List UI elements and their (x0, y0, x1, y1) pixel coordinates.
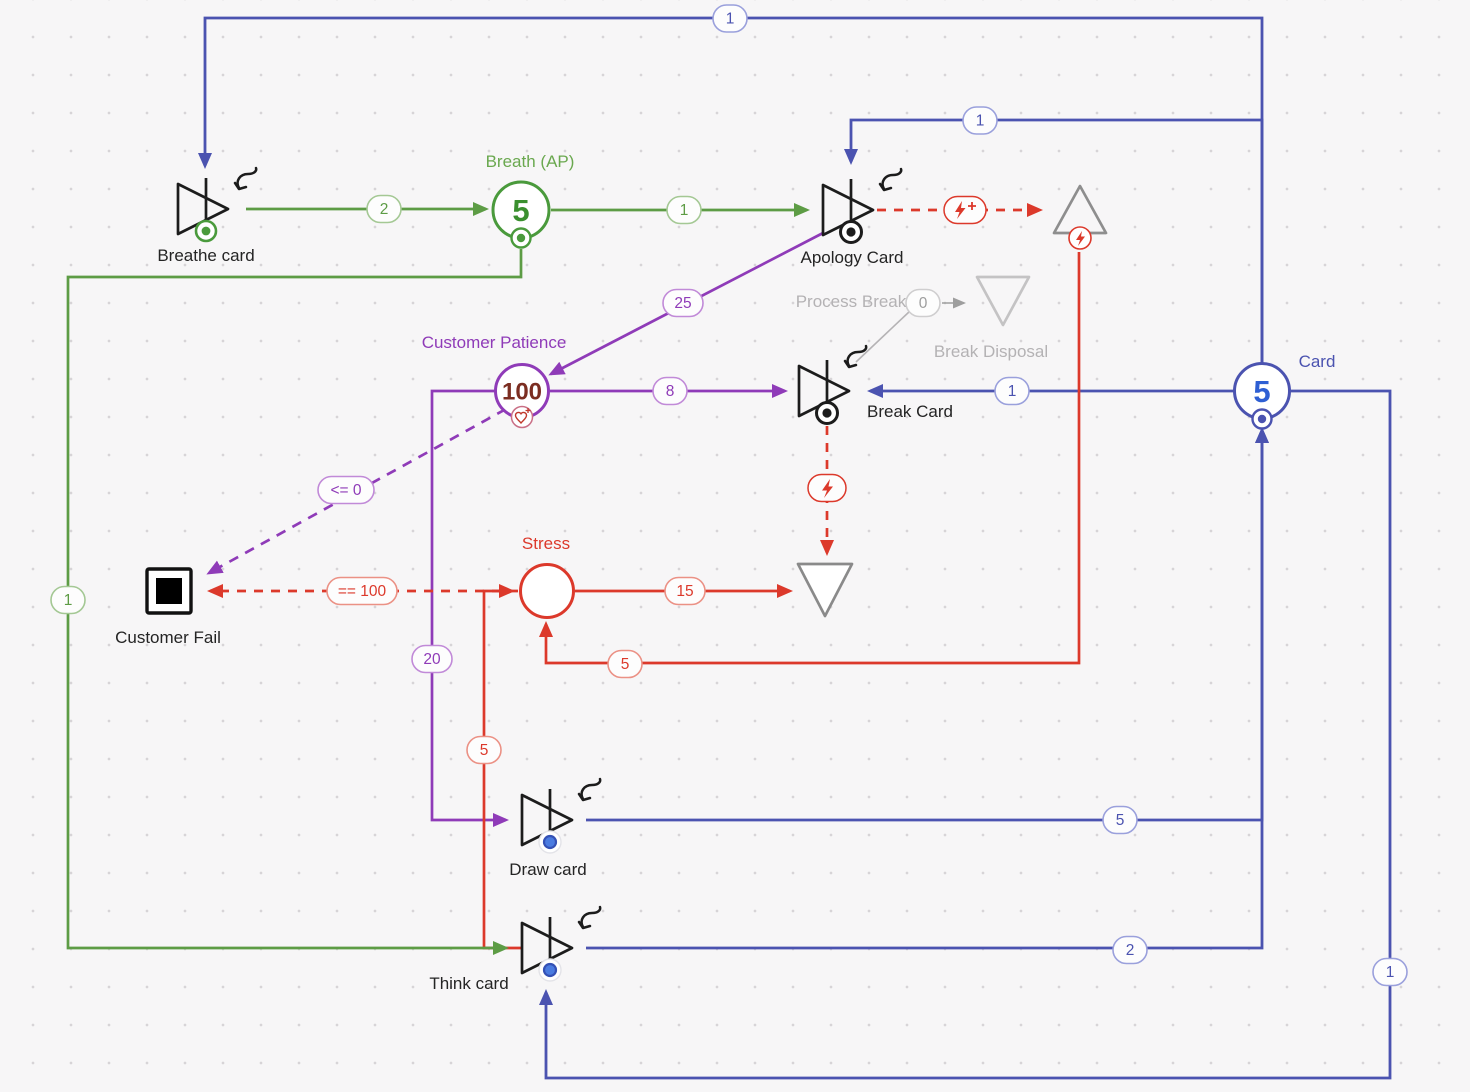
card-pool-title: Card (1299, 352, 1336, 371)
pill-break-trigger-drain[interactable] (807, 473, 847, 503)
node-card-pool[interactable]: 5 (1233, 362, 1291, 430)
interactive-shake-icon (233, 166, 258, 191)
edge-break-to-processpill[interactable] (855, 310, 911, 363)
patience-value: 100 (502, 379, 542, 406)
node-customer-fail[interactable] (145, 567, 193, 615)
node-customer-patience[interactable]: 100 (494, 363, 550, 429)
svg-text:20: 20 (423, 651, 441, 668)
pill-stress-to-drain[interactable]: 15 (664, 576, 706, 606)
customer-patience-title: Customer Patience (422, 333, 567, 352)
node-break-card[interactable] (797, 344, 868, 425)
pill-apology-to-patience[interactable]: 25 (662, 288, 704, 318)
svg-text:5: 5 (1116, 812, 1125, 829)
stress-title: Stress (522, 534, 570, 553)
heart-plus-icon (510, 405, 534, 429)
interactive-shake-icon (843, 344, 868, 369)
svg-text:15: 15 (676, 583, 693, 600)
pill-draw-to-card[interactable]: 5 (1102, 805, 1138, 835)
svg-text:1: 1 (1386, 964, 1395, 981)
svg-text:<= 0: <= 0 (330, 482, 361, 499)
breathe-card-label: Breathe card (157, 246, 254, 265)
svg-text:5: 5 (621, 656, 630, 673)
edge-card-to-think[interactable] (539, 389, 1392, 1080)
output-port-bullseye-icon (815, 401, 839, 425)
output-port-bullseye-icon (538, 830, 562, 854)
pill-think-to-card[interactable]: 2 (1112, 935, 1148, 965)
pill-break-process[interactable]: 0 (905, 288, 941, 318)
pill-apology-trigger-source[interactable] (943, 195, 987, 225)
svg-text:25: 25 (674, 295, 691, 312)
svg-text:1: 1 (680, 202, 689, 219)
interactive-shake-icon (878, 167, 903, 192)
pill-patience-to-draw[interactable]: 20 (411, 644, 453, 674)
breath-pool-title: Breath (AP) (486, 152, 575, 171)
pill-breathe-to-breath[interactable]: 2 (366, 194, 402, 224)
break-disposal-label: Break Disposal (934, 342, 1048, 361)
output-port-bullseye-icon (194, 219, 218, 243)
pill-stress-to-fail[interactable]: == 100 (326, 576, 398, 606)
pill-source-to-stress[interactable]: 5 (607, 649, 643, 679)
edge-think-to-stress[interactable] (482, 584, 522, 950)
node-stress-drain[interactable] (796, 562, 854, 618)
pill-breath-to-think[interactable]: 1 (50, 585, 86, 615)
pill-think-to-stress[interactable]: 5 (466, 735, 502, 765)
pill-card-to-break[interactable]: 1 (994, 376, 1030, 406)
svg-text:2: 2 (380, 201, 389, 218)
node-break-disposal[interactable] (975, 275, 1031, 327)
pool-port-bullseye-icon (510, 227, 532, 249)
pill-patience-to-break[interactable]: 8 (652, 376, 688, 406)
break-card-label: Break Card (867, 402, 953, 421)
pill-card-to-apology[interactable]: 1 (962, 106, 998, 135)
breath-pool-value: 5 (512, 193, 529, 228)
output-port-bullseye-icon (839, 220, 863, 244)
think-card-label: Think card (429, 974, 508, 993)
edge-breath-to-think[interactable] (66, 249, 523, 955)
svg-text:5: 5 (480, 742, 489, 759)
edge-card-to-apology[interactable] (844, 118, 1264, 363)
edge-card-to-breathe[interactable] (198, 16, 1264, 363)
output-port-bullseye-icon (538, 958, 562, 982)
svg-text:1: 1 (1008, 383, 1017, 400)
node-stress-pool[interactable] (519, 563, 575, 619)
pool-port-bullseye-icon (1251, 408, 1273, 430)
card-pool-value: 5 (1253, 374, 1270, 409)
node-stress-source[interactable] (1052, 184, 1108, 250)
node-draw-card[interactable] (520, 777, 602, 854)
lightning-icon (822, 479, 833, 498)
edge-patience-to-draw[interactable] (430, 389, 509, 827)
edge-think-to-card[interactable] (586, 427, 1269, 950)
svg-text:8: 8 (666, 383, 675, 400)
lightning-circle-icon (1068, 226, 1092, 250)
node-think-card[interactable] (520, 905, 602, 982)
pill-patience-to-fail[interactable]: <= 0 (317, 475, 375, 505)
node-breathe-card[interactable] (176, 166, 258, 243)
process-break-label: Process Break (796, 292, 907, 311)
edge-draw-to-card[interactable] (586, 427, 1269, 822)
draw-card-label: Draw card (509, 860, 586, 879)
node-apology-card[interactable] (821, 167, 903, 244)
pill-card-to-think[interactable]: 1 (1372, 957, 1408, 987)
svg-text:1: 1 (64, 592, 73, 609)
svg-text:2: 2 (1126, 942, 1135, 959)
lightning-plus-icon (955, 201, 976, 219)
pill-breath-to-apology[interactable]: 1 (666, 195, 702, 225)
node-breath-pool[interactable]: 5 (491, 180, 551, 249)
svg-text:1: 1 (726, 11, 735, 28)
customer-fail-label: Customer Fail (115, 628, 221, 647)
svg-text:0: 0 (919, 295, 928, 312)
svg-text:1: 1 (976, 113, 985, 130)
interactive-shake-icon (577, 777, 602, 802)
pill-card-to-breathe[interactable]: 1 (712, 4, 748, 33)
edge-source-to-stress[interactable] (539, 252, 1081, 665)
svg-text:== 100: == 100 (338, 583, 387, 600)
apology-card-label: Apology Card (800, 248, 903, 267)
interactive-shake-icon (577, 905, 602, 930)
